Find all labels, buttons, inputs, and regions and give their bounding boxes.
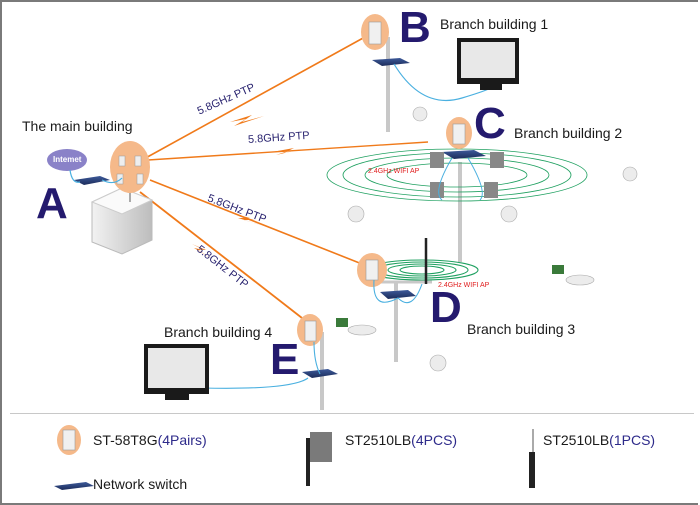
internet-label: Intemet [53, 155, 82, 164]
laptop-icon [552, 265, 564, 274]
user-icon [347, 324, 377, 336]
laptops [336, 265, 564, 327]
legend-item-omni: ST2510LB(1PCS) [543, 432, 655, 448]
link-a-d [149, 179, 363, 265]
link-a-b [141, 31, 375, 161]
branch-building-2-label: Branch building 2 [514, 125, 623, 141]
site-letter-b: B [399, 3, 431, 52]
wifi-ap-label-d: 2.4GHz WIFI AP [438, 282, 490, 289]
branch-building-3-label: Branch building 3 [467, 321, 576, 337]
ptp-links [139, 31, 429, 319]
main-building-label: The main building [22, 118, 133, 134]
network-switch-icon [54, 482, 94, 490]
site-letter-c: C [474, 99, 506, 148]
legend-item-panel: ST2510LB(4PCS) [345, 432, 457, 448]
branch-building-4-label: Branch building 4 [164, 324, 273, 340]
legend-name: Network switch [93, 476, 188, 492]
legend-icons [54, 425, 535, 490]
internet-cloud [47, 149, 87, 171]
branch-building-1-label: Branch building 1 [440, 16, 549, 32]
user-icon [347, 205, 365, 223]
site-c [326, 117, 588, 262]
legend-divider [10, 413, 694, 414]
legend-qty: (4PCS) [411, 432, 458, 448]
users [347, 106, 638, 372]
panel-antenna-icon [484, 182, 498, 198]
panel-antenna-icon [430, 182, 444, 198]
monitor-icon [457, 38, 519, 90]
site-letter-d: D [430, 283, 462, 332]
site-d [357, 238, 479, 362]
user-icon [622, 166, 638, 182]
network-switch-icon [442, 150, 486, 159]
bolt-icon [234, 214, 264, 226]
laptop-icon [336, 318, 348, 327]
legend-qty: (1PCS) [609, 432, 656, 448]
site-letter-e: E [270, 335, 300, 384]
user-icon [429, 354, 447, 372]
bolt-icon [230, 115, 264, 126]
legend-qty: (4Pairs) [157, 432, 207, 448]
network-switch-icon [74, 176, 110, 185]
legend-item-cpe: ST-58T8G(4Pairs) [93, 432, 207, 448]
site-e [144, 314, 338, 410]
site-letter-a: A [36, 179, 68, 228]
user-icon [500, 205, 518, 223]
legend-name: ST2510LB [345, 432, 412, 448]
panel-antenna-icon [310, 432, 332, 462]
user-icon [565, 274, 595, 286]
legend-item-switch: Network switch [93, 476, 187, 492]
panel-antenna-icon [430, 152, 444, 168]
legend-name: ST2510LB [543, 432, 610, 448]
legend-name: ST-58T8G [93, 432, 158, 448]
bolt-icon [272, 148, 302, 155]
wifi-ap-label-c: 2.4GHz WIFI AP [368, 168, 420, 175]
main-building [47, 141, 154, 255]
site-b [361, 14, 519, 132]
network-switch-icon [380, 290, 416, 299]
user-icon [412, 106, 428, 122]
link-a-e [139, 191, 303, 319]
panel-antenna-icon [490, 152, 504, 168]
network-switch-icon [372, 58, 410, 66]
radio-halo [110, 141, 150, 193]
monitor-icon [144, 344, 209, 400]
